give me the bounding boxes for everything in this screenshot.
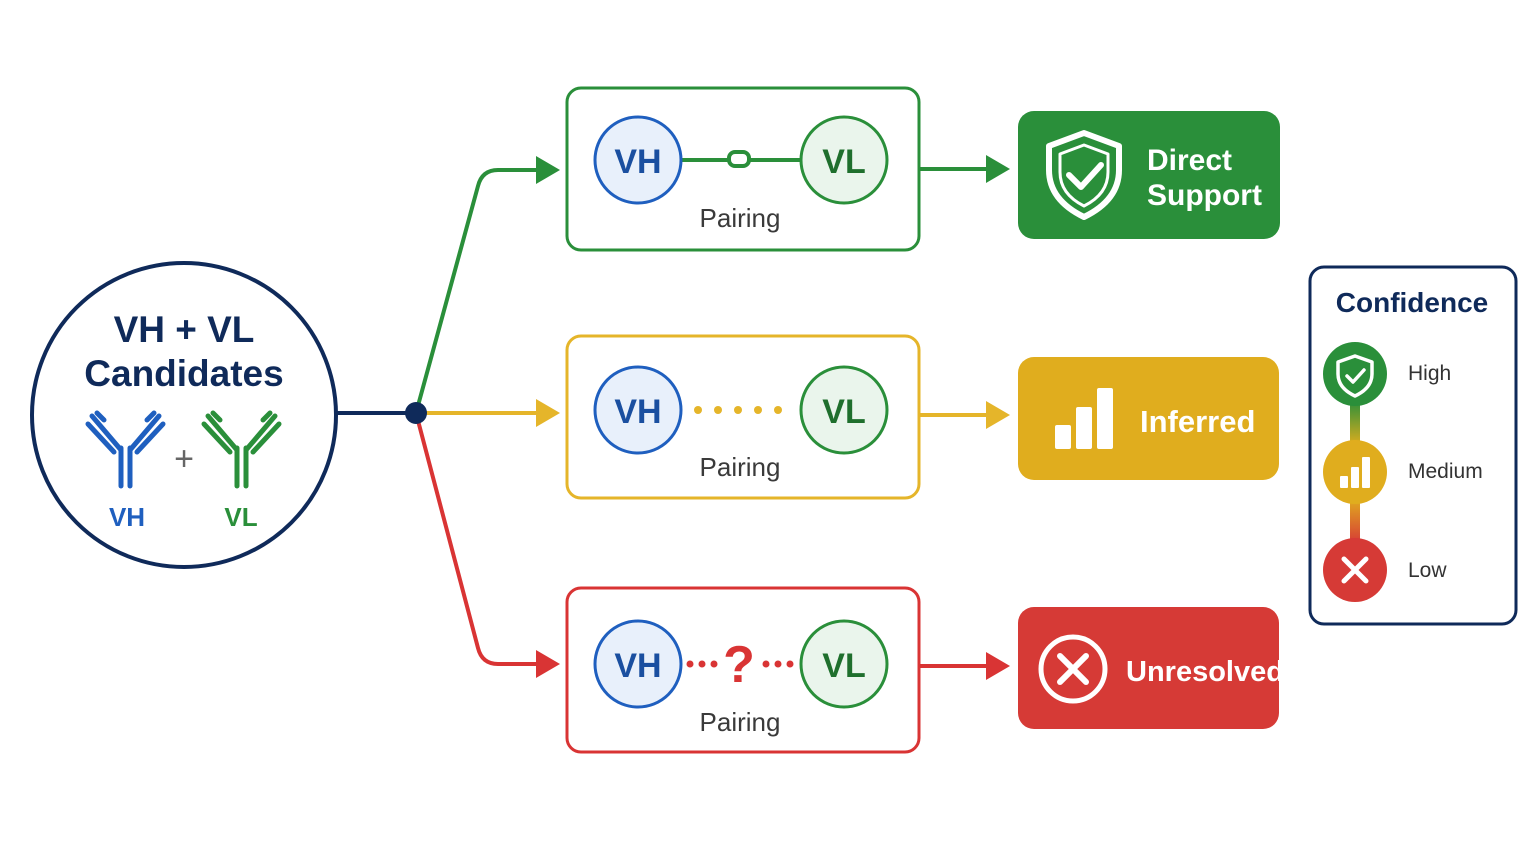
pairing-box-2: VH VL Pairing xyxy=(565,334,921,500)
antibody-vh-icon xyxy=(85,410,166,489)
outcome-1-line2: Support xyxy=(1147,179,1262,212)
pairing-1-caption: Pairing xyxy=(700,203,781,233)
outcome-2-box xyxy=(1018,357,1279,480)
pairing-1-vl-label: VL xyxy=(822,143,865,181)
pairing-3-caption: Pairing xyxy=(700,707,781,737)
legend-connector-high-medium xyxy=(1350,400,1360,446)
source-title-line1: VH + VL xyxy=(114,309,255,350)
pairing-2-vl-node xyxy=(799,365,889,455)
legend-x-icon xyxy=(1341,556,1369,584)
pairing-3-vh-node xyxy=(593,619,683,709)
outcome-2-label: Inferred xyxy=(1140,404,1255,439)
outcome-1-line1: Direct xyxy=(1147,144,1232,177)
pairing-1-vh-node xyxy=(593,115,683,205)
vh-caption: VH xyxy=(109,502,145,532)
plus-sign: + xyxy=(174,440,194,478)
pairing-1-vl-node xyxy=(799,115,889,205)
pairing-3-dotted-link xyxy=(686,660,794,668)
arrow-to-pairing-1 xyxy=(536,156,560,184)
arrow-to-pairing-3 xyxy=(536,650,560,678)
branch-junction-dot xyxy=(405,402,427,424)
outcome-direct-support: Direct Support xyxy=(1018,111,1280,239)
outcome-unresolved: Unresolved xyxy=(1018,607,1284,729)
pairing-2-vl-label: VL xyxy=(822,393,865,431)
legend-shield-check-icon xyxy=(1336,354,1374,398)
pairing-2-vh-label: VH xyxy=(614,393,661,431)
arrow-to-pairing-2 xyxy=(536,399,560,427)
pairing-1-vh-label: VH xyxy=(614,143,661,181)
shield-check-icon xyxy=(1046,130,1122,220)
legend-title: Confidence xyxy=(1336,287,1488,318)
vl-caption: VL xyxy=(224,502,257,532)
arrow-to-outcome-2 xyxy=(986,401,1010,429)
pairing-3-vh-label: VH xyxy=(614,647,661,685)
pairing-1-linker-icon xyxy=(727,150,751,168)
outcome-3-label: Unresolved xyxy=(1126,656,1284,688)
outcome-inferred: Inferred xyxy=(1018,357,1279,480)
pairing-3-vl-node xyxy=(799,619,889,709)
pairing-box-3: ? VH VL Pairing xyxy=(565,586,921,754)
pairing-box-1: VH VL Pairing xyxy=(565,86,921,252)
pairing-2-caption: Pairing xyxy=(700,452,781,482)
pairing-2-vh-node xyxy=(593,365,683,455)
branch-red xyxy=(414,412,540,666)
bar-chart-icon xyxy=(1055,388,1113,449)
legend-high-marker xyxy=(1323,342,1387,406)
legend-bar-chart-icon xyxy=(1340,457,1370,488)
pairing-3-question-mark: ? xyxy=(723,636,755,694)
arrow-to-outcome-1 xyxy=(986,155,1010,183)
legend-low-label: Low xyxy=(1408,559,1447,582)
pairing-2-dotted-link xyxy=(694,406,782,414)
branch-connectors xyxy=(336,168,540,666)
antibody-vl-icon xyxy=(201,410,282,489)
legend-connector-medium-low xyxy=(1350,498,1360,544)
pairing-3-vl-label: VL xyxy=(822,647,865,685)
legend-medium-label: Medium xyxy=(1408,460,1483,483)
legend-high-label: High xyxy=(1408,362,1451,385)
arrow-to-outcome-3 xyxy=(986,652,1010,680)
confidence-legend: Confidence High Medium Low xyxy=(1308,265,1518,626)
outcome-connectors xyxy=(920,167,990,668)
source-title-line2: Candidates xyxy=(84,353,283,394)
source-node: VH + VL Candidates + VH VL xyxy=(30,261,338,569)
x-circle-icon xyxy=(1038,634,1108,704)
branch-green xyxy=(414,168,540,414)
